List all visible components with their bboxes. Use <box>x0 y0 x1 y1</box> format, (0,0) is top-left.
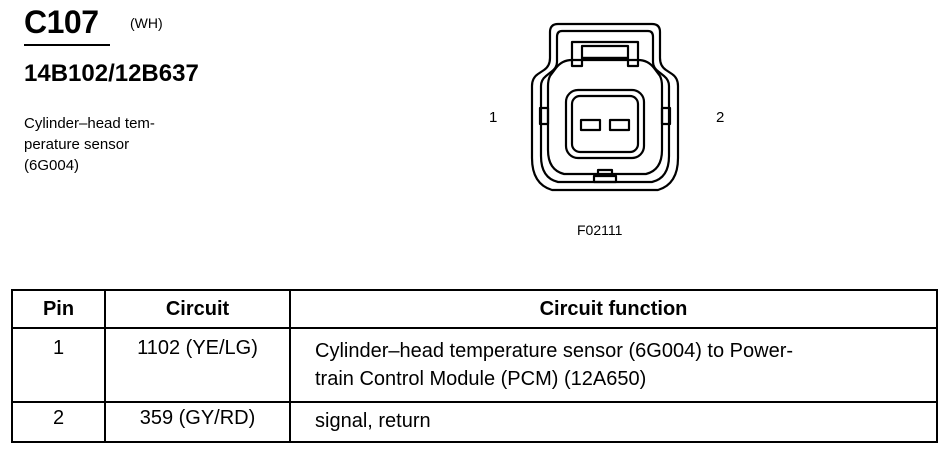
description-line: Cylinder–head tem- <box>24 115 155 132</box>
figure-id: F02111 <box>577 222 623 238</box>
description-line: perature sensor <box>24 136 130 153</box>
header-circuit-function: Circuit function <box>289 289 938 329</box>
table-header-row: Pin Circuit Circuit function <box>11 289 938 329</box>
side-key-left <box>538 106 550 126</box>
pin-1-label: 1 <box>489 109 498 126</box>
connector-id: C107 <box>24 4 99 40</box>
header-pin: Pin <box>11 289 106 329</box>
part-numbers: 14B102/12B637 <box>24 60 199 87</box>
function-line: signal, return <box>315 410 431 432</box>
pin-cell: 2 <box>11 401 106 443</box>
function-line: Cylinder–head temperature sensor (6G004)… <box>315 340 794 362</box>
header-circuit: Circuit <box>104 289 291 329</box>
connector-face-diagram <box>530 22 680 192</box>
circuit-function-cell: signal, return <box>289 401 938 443</box>
latch-window <box>580 44 630 60</box>
connector-outer-housing <box>530 22 680 192</box>
pin-cell: 1 <box>11 327 106 403</box>
function-line: train Control Module (PCM) (12A650) <box>315 368 647 390</box>
connector-cavity <box>546 58 664 176</box>
title-underline <box>24 44 110 46</box>
connector-color-code: (WH) <box>130 15 163 31</box>
pin-2-label: 2 <box>716 109 725 126</box>
circuit-cell: 359 (GY/RD) <box>104 401 291 443</box>
table-row: 2 359 (GY/RD) signal, return <box>11 401 938 443</box>
terminal-block-inner <box>570 94 640 154</box>
pinout-table: Pin Circuit Circuit function 1 1102 (YE/… <box>11 289 938 443</box>
side-key-right <box>660 106 672 126</box>
bottom-key <box>592 168 618 184</box>
pin-2-terminal <box>608 118 631 132</box>
table-row: 1 1102 (YE/LG) Cylinder–head temperature… <box>11 327 938 403</box>
description-line: (6G004) <box>24 157 80 174</box>
terminal-block-outer <box>564 88 646 160</box>
circuit-cell: 1102 (YE/LG) <box>104 327 291 403</box>
pin-1-terminal <box>579 118 602 132</box>
connector-inner-wall <box>539 29 671 184</box>
circuit-function-cell: Cylinder–head temperature sensor (6G004)… <box>289 327 938 403</box>
component-description: Cylinder–head tem- perature sensor (6G00… <box>24 113 204 176</box>
